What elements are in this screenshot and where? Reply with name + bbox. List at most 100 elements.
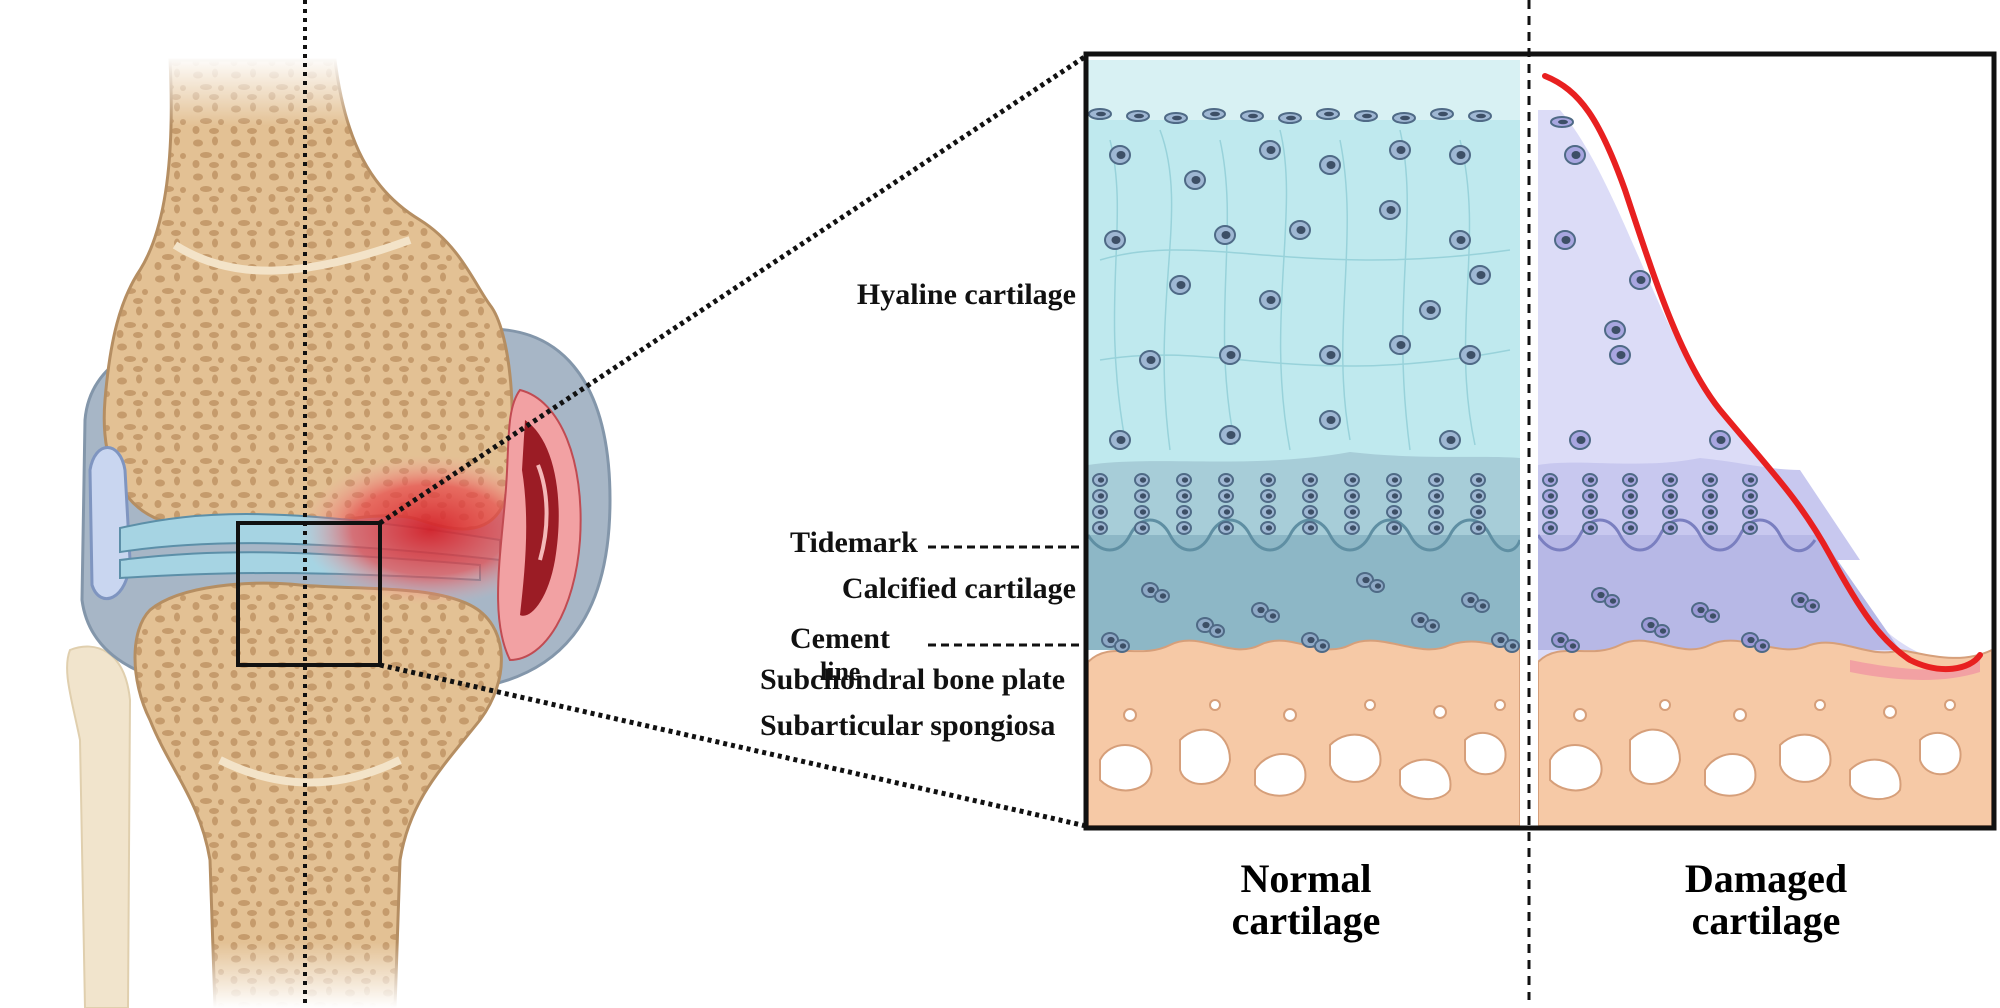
chondrocyte-nucleus xyxy=(1326,350,1336,360)
chondrocyte-nucleus xyxy=(1747,525,1755,531)
chondrocyte-nucleus xyxy=(1257,606,1265,614)
chondrocyte-nucleus xyxy=(1307,525,1315,531)
chondrocyte-nucleus xyxy=(1667,477,1675,483)
chondrocyte-nucleus xyxy=(1647,621,1655,629)
hyaline-zone-normal xyxy=(1088,120,1520,465)
chondrocyte-nucleus xyxy=(1467,596,1475,604)
chondrocyte-nucleus xyxy=(1587,525,1595,531)
caption-normal-line1: Normal xyxy=(1240,856,1371,901)
chondrocyte-nucleus xyxy=(1759,643,1767,649)
chondrocyte-nucleus xyxy=(1475,477,1483,483)
chondrocyte-nucleus xyxy=(1214,628,1222,634)
chondrocyte-nucleus xyxy=(1667,525,1675,531)
chondrocyte-nucleus xyxy=(1119,643,1127,649)
chondrocyte-nucleus xyxy=(1597,591,1605,599)
chondrocyte-nucleus xyxy=(1134,113,1144,119)
chondrocyte-nucleus xyxy=(1210,111,1220,117)
chondrocyte-nucleus xyxy=(1587,477,1595,483)
chondrocyte-nucleus xyxy=(1561,235,1571,245)
label-hyaline-cartilage: Hyaline cartilage xyxy=(857,278,1076,311)
chondrocyte-nucleus xyxy=(1286,115,1296,121)
chondrocyte-nucleus xyxy=(1181,509,1189,515)
synovial-fluid-dark xyxy=(520,420,559,616)
chondrocyte-nucleus xyxy=(1248,113,1258,119)
spongiosa-pores-normal xyxy=(1099,699,1507,801)
calcified-zone-damaged xyxy=(1538,535,1900,650)
caption-damaged-line2: cartilage xyxy=(1692,898,1841,943)
chondrocyte-nucleus xyxy=(1391,509,1399,515)
chondrocyte-nucleus xyxy=(1659,628,1667,634)
chondrocyte-nucleus xyxy=(1709,613,1717,619)
chondrocyte-nucleus xyxy=(1569,643,1577,649)
chondrocyte-nucleus xyxy=(1433,525,1441,531)
tidemark-wave-damaged xyxy=(1538,518,1817,553)
chondrocyte-nucleus xyxy=(1391,525,1399,531)
chondrocyte-nucleus xyxy=(1307,636,1315,644)
chondrocyte-nucleus xyxy=(1636,275,1646,285)
superficial-zone xyxy=(1088,60,1520,122)
chondrocyte-nucleus xyxy=(1479,603,1487,609)
chondrocyte-nucleus xyxy=(1391,493,1399,499)
chondrocyte-nucleus xyxy=(1307,477,1315,483)
chondrocyte-nucleus xyxy=(1426,305,1436,315)
tibia-growth-plate xyxy=(218,756,402,787)
fibula xyxy=(66,645,132,1008)
chondrocyte-nucleus xyxy=(1466,350,1476,360)
synovial-highlight xyxy=(536,464,549,561)
chondrocyte-nucleus xyxy=(1747,636,1755,644)
chondrocyte-nucleus xyxy=(1438,111,1448,117)
chondrocyte-nucleus xyxy=(1456,150,1466,160)
chondrocyte-nucleus xyxy=(1097,509,1105,515)
tibia-shaft-fade xyxy=(200,820,410,1008)
chondrocyte-nucleus xyxy=(1097,493,1105,499)
chondrocyte-nucleus xyxy=(1476,270,1486,280)
chondrocyte-nucleus xyxy=(1202,621,1210,629)
chondrocyte-nucleus xyxy=(1265,493,1273,499)
chondrocyte-nucleus xyxy=(1296,225,1306,235)
inflamed-region xyxy=(300,455,560,605)
chondrocyte-nucleus xyxy=(1497,636,1505,644)
chondrocyte-nucleus xyxy=(1747,509,1755,515)
chondrocyte-nucleus xyxy=(1349,477,1357,483)
chondrocyte-nucleus xyxy=(1176,280,1186,290)
zoom-connector-bottom xyxy=(379,662,1087,829)
chondrocyte-nucleus xyxy=(1326,160,1336,170)
subchondral-bone-normal xyxy=(1088,639,1520,826)
femur-shaft-fade xyxy=(160,56,360,256)
chondrocyte-nucleus xyxy=(1116,150,1126,160)
label-cement-line: line xyxy=(820,657,860,686)
chondrocyte-nucleus xyxy=(1456,235,1466,245)
chondrocyte-nucleus xyxy=(1797,596,1805,604)
chondrocyte-nucleus xyxy=(1611,325,1621,335)
chondrocyte-nucleus xyxy=(1557,636,1565,644)
chondrocyte-nucleus xyxy=(1159,593,1167,599)
chondrocyte-nucleus xyxy=(1433,509,1441,515)
chondrocyte-nucleus xyxy=(1223,525,1231,531)
label-tidemark: Tidemark xyxy=(790,526,918,559)
tidemark-wave-normal xyxy=(1088,518,1520,553)
caption-normal-line2: cartilage xyxy=(1232,898,1381,943)
chondrocyte-nucleus xyxy=(1265,525,1273,531)
chondrocyte-nucleus xyxy=(1667,493,1675,499)
chondrocyte-nucleus xyxy=(1707,477,1715,483)
chondrocyte-nucleus xyxy=(1307,493,1315,499)
chondrocyte-nucleus xyxy=(1362,113,1372,119)
chondrocyte-nucleus xyxy=(1223,477,1231,483)
chondrocyte-nucleus xyxy=(1475,493,1483,499)
chondrocyte-nucleus xyxy=(1307,509,1315,515)
chondrocyte-nucleus xyxy=(1139,525,1147,531)
knee-joint-illustration xyxy=(66,0,612,1008)
chondrocyte-nucleus xyxy=(1191,175,1201,185)
chondrocyte-nucleus xyxy=(1429,623,1437,629)
chondrocyte-nucleus xyxy=(1139,509,1147,515)
chondrocyte-nucleus xyxy=(1667,509,1675,515)
chondrocyte-nucleus xyxy=(1139,493,1147,499)
chondrocyte-nucleus xyxy=(1391,477,1399,483)
chondrocyte-nucleus xyxy=(1547,509,1555,515)
chondrocyte-nucleus xyxy=(1697,606,1705,614)
chondrocyte-nucleus xyxy=(1747,493,1755,499)
chondrocyte-nucleus xyxy=(1386,205,1396,215)
chondrocyte-nucleus xyxy=(1374,583,1382,589)
